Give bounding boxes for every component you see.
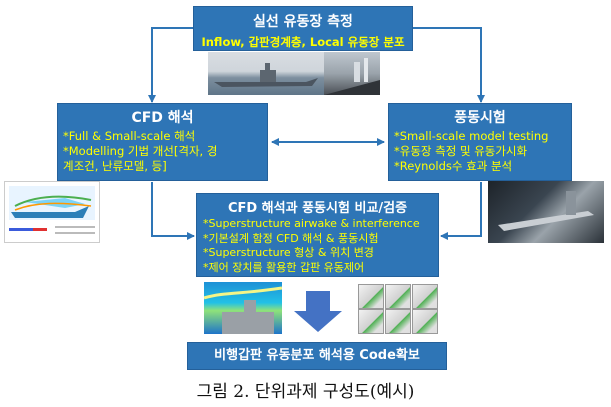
compare-bullet: *기본설계 함정 CFD 해석 & 풍동시험 <box>203 231 379 245</box>
final-code-box: 비행갑판 유동분포 해석용 Code확보 <box>187 342 447 370</box>
cfd-bullet: *Modelling 기법 개선[격자, 경 <box>63 144 218 158</box>
compare-bullet: *Superstructure 형상 & 위치 변경 <box>203 246 374 259</box>
cfd-analysis-bullets: *Full & Small-scale 해석 *Modelling 기법 개선[… <box>58 129 267 174</box>
wind-bullet: *Small-scale model testing <box>394 129 549 143</box>
comparison-validation-box: CFD 해석과 풍동시험 비교/검증 *Superstructure airwa… <box>196 193 439 277</box>
comparison-validation-title: CFD 해석과 풍동시험 비교/검증 <box>227 201 408 216</box>
flight-deck-photo <box>324 52 380 95</box>
cfd-bullet: 계조건, 난류모델, 등] <box>63 159 167 173</box>
connector-field-to-cfd <box>148 27 193 103</box>
connector-cfd-to-compare <box>151 182 195 240</box>
wind-tunnel-box: 풍동시험 *Small-scale model testing *유동장 측정 … <box>388 103 572 181</box>
field-measurement-subtitle: Inflow, 갑판경계층, Local 유동장 분포 <box>201 35 405 49</box>
cfd-analysis-title: CFD 해석 <box>131 110 194 126</box>
connector-wind-to-compare <box>440 182 482 240</box>
down-arrow-to-final <box>294 291 342 332</box>
wind-bullet: *유동장 측정 및 유동가시화 <box>394 144 528 158</box>
compare-bullet: *제어 장치를 활용한 갑판 유동제어 <box>203 260 365 274</box>
cfd-analysis-box: CFD 해석 *Full & Small-scale 해석 *Modelling… <box>57 103 268 181</box>
cfd-flow-field-image <box>203 282 283 334</box>
cfd-simulation-image <box>4 181 100 243</box>
wind-bullet: *Reynolds수 효과 분석 <box>394 159 513 173</box>
test-results-images <box>356 282 438 334</box>
figure-caption: 그림 2. 단위과제 구성도(예시) <box>196 382 415 402</box>
wind-tunnel-photo <box>488 181 604 243</box>
wind-tunnel-bullets: *Small-scale model testing *유동장 측정 및 유동가… <box>389 129 571 174</box>
comparison-validation-bullets: *Superstructure airwake & interference *… <box>197 217 438 275</box>
cfd-bullet: *Full & Small-scale 해석 <box>63 129 196 143</box>
ship-at-sea-photo <box>208 52 324 95</box>
compare-bullet: *Superstructure airwake & interference <box>203 217 420 230</box>
wind-tunnel-title: 풍동시험 <box>454 110 506 126</box>
final-code-title: 비행갑판 유동분포 해석용 Code확보 <box>214 348 420 363</box>
connector-field-to-wind <box>413 27 485 103</box>
field-measurement-box: 실선 유동장 측정 Inflow, 갑판경계층, Local 유동장 분포 <box>193 6 413 51</box>
field-measurement-title: 실선 유동장 측정 <box>253 14 353 30</box>
